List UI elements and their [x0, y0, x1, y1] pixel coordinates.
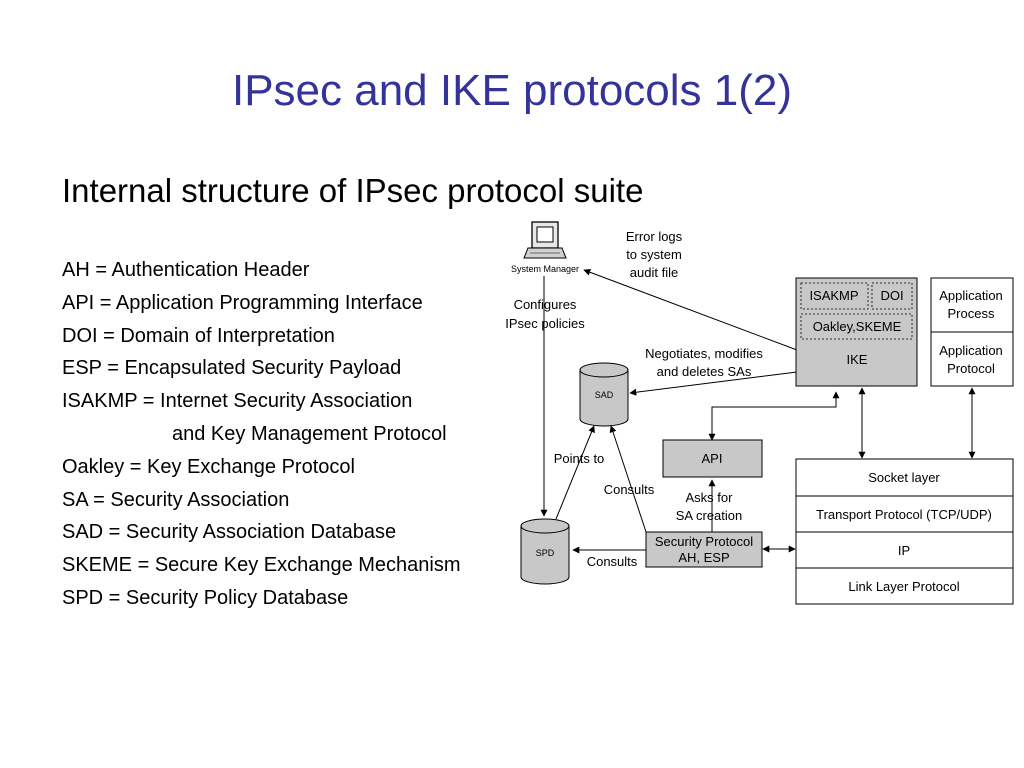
abbr-isakmp: ISAKMP = Internet Security Association — [62, 390, 413, 413]
application-boxes — [930, 277, 1014, 387]
slide-subtitle: Internal structure of IPsec protocol sui… — [62, 172, 644, 209]
abbr-oakley: Oakley = Key Exchange Protocol — [62, 455, 355, 478]
abbr-sa: SA = Security Association — [62, 488, 290, 511]
arrow-ike-to-sad — [629, 371, 798, 396]
slide-title: IPsec and IKE protocols 1(2) — [231, 66, 793, 115]
abbr-sad: SAD = Security Association Database — [62, 521, 397, 544]
spd-database-icon — [520, 518, 570, 585]
api-label: API — [702, 451, 723, 466]
negotiates-label-2: and deletes SAs — [657, 364, 752, 379]
computer-icon — [523, 221, 567, 259]
spd-label: SPD — [536, 548, 555, 558]
stack-transport-protocol: Transport Protocol (TCP/UDP) — [816, 507, 992, 522]
abbreviation-list: AH = Authentication Header API = Applica… — [62, 254, 461, 615]
asks-for-label-1: Asks for — [686, 490, 734, 505]
abbr-isakmp-continued: and Key Management Protocol — [172, 422, 447, 445]
stack-link-layer: Link Layer Protocol — [848, 579, 959, 594]
abbr-doi: DOI = Domain of Interpretation — [62, 324, 335, 347]
application-protocol-label-1: Application — [939, 343, 1003, 358]
oakley-skeme-label: Oakley,SKEME — [813, 319, 902, 334]
api-box — [662, 439, 763, 478]
arrow-ike-to-system-manager — [583, 268, 798, 351]
abbr-esp: ESP = Encapsulated Security Payload — [62, 357, 402, 380]
consults-lower-label: Consults — [587, 554, 638, 569]
application-process-label-2: Process — [948, 306, 995, 321]
abbr-api: API = Application Programming Interface — [62, 291, 423, 314]
abbr-skeme: SKEME = Secure Key Exchange Mechanism — [62, 554, 461, 577]
doi-label: DOI — [880, 288, 903, 303]
ike-block — [795, 277, 918, 387]
negotiates-label-1: Negotiates, modifies — [645, 346, 763, 361]
stack-ip: IP — [898, 543, 910, 558]
points-to-label: Points to — [554, 451, 605, 466]
application-process-label-1: Application — [939, 288, 1003, 303]
security-protocol-box — [645, 531, 763, 568]
configures-label-2: IPsec policies — [505, 316, 585, 331]
abbr-ah: AH = Authentication Header — [62, 259, 310, 281]
error-logs-label-2: to system — [626, 247, 682, 262]
sad-database-icon — [579, 362, 629, 427]
sad-label: SAD — [595, 390, 614, 400]
configures-label-1: Configures — [514, 297, 577, 312]
error-logs-label-1: Error logs — [626, 229, 683, 244]
security-protocol-label-2: AH, ESP — [678, 550, 729, 565]
protocol-stack — [795, 458, 1014, 605]
arrow-api-to-ike — [708, 391, 840, 441]
system-manager-label: System Manager — [511, 264, 579, 274]
consults-upper-label: Consults — [604, 482, 655, 497]
arrow-secprot-to-sad — [609, 425, 649, 539]
ike-label: IKE — [847, 352, 868, 367]
arrow-spd-to-sad — [555, 425, 595, 520]
asks-for-label-2: SA creation — [676, 508, 743, 523]
isakmp-label: ISAKMP — [809, 288, 858, 303]
application-protocol-label-2: Protocol — [947, 361, 995, 376]
security-protocol-label-1: Security Protocol — [655, 534, 753, 549]
abbr-spd: SPD = Security Policy Database — [62, 586, 349, 609]
connector-lines — [540, 268, 976, 554]
stack-socket-layer: Socket layer — [868, 470, 940, 485]
error-logs-label-3: audit file — [630, 265, 678, 280]
